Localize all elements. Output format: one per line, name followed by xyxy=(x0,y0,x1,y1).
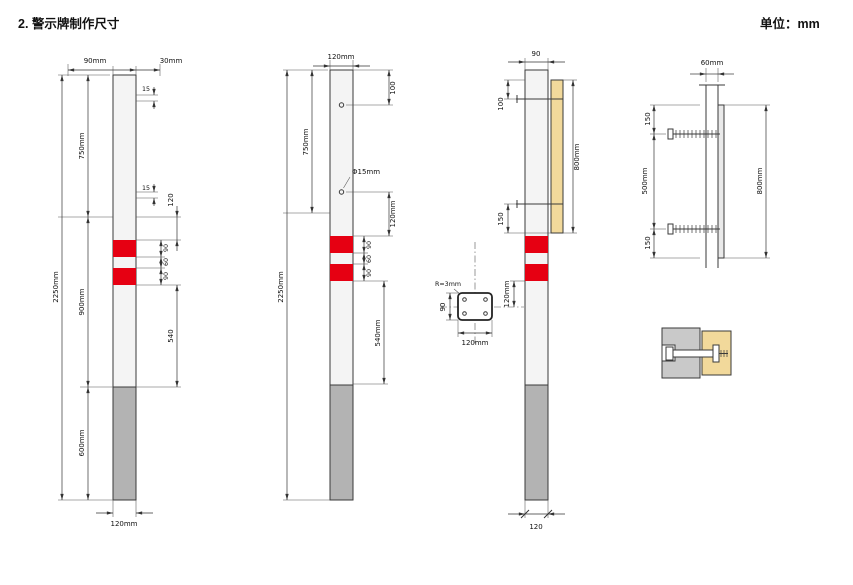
page-title: 2. 警示牌制作尺寸 xyxy=(18,17,120,31)
post3-sign-panel xyxy=(550,79,564,234)
post1-dim-buried: 600mm xyxy=(78,429,86,456)
side-dim-bolt-edge-top: 150 xyxy=(644,112,652,125)
tube-dim-height: 90 xyxy=(439,303,447,312)
post2-dim-hole-top: 100 xyxy=(389,81,397,94)
post3-dim-sign-height: 800mm xyxy=(573,143,581,170)
side-bolt-top xyxy=(667,128,720,140)
post3-dim-bolt-top: 100 xyxy=(497,97,505,110)
post2-extension-lines xyxy=(283,60,393,501)
sign-side-view: 60mm 150 500mm 150 800mm xyxy=(641,59,770,268)
post2-dim-top-width: 120mm xyxy=(328,53,355,61)
post2-mounting-hole-bottom xyxy=(338,189,345,195)
post3-dimension-lines xyxy=(448,60,575,519)
post1-dim-middle: 900mm xyxy=(78,288,86,315)
detail-bolt xyxy=(665,344,728,363)
tube-corner-radius-label: R=3mm xyxy=(435,281,461,288)
side-dim-sign-height: 800mm xyxy=(756,167,764,194)
post1-dim-total: 2250mm xyxy=(52,271,60,303)
tube-section-outline xyxy=(457,292,493,321)
tube-section-detail xyxy=(440,242,524,345)
post2-mounting-hole-top xyxy=(338,102,345,108)
post1-buried-section xyxy=(112,386,137,501)
post1-dim-base-width: 120mm xyxy=(111,520,138,528)
side-sign-panel xyxy=(717,104,725,259)
post2-dim-below-bands: 540mm xyxy=(374,319,382,346)
post1-dim-hole-offset-mid: 15 xyxy=(142,185,150,192)
post2-dim-band-b: 90 xyxy=(366,269,373,277)
post1-red-band-top xyxy=(113,240,136,257)
unit-label: 单位：mm xyxy=(760,17,820,31)
post2-dim-band-a: 90 xyxy=(366,241,373,249)
post2-dim-hole-gap: 120mm xyxy=(389,200,397,227)
post3-dim-base-width: 120 xyxy=(529,523,542,531)
post3-dim-below-band: 120mm xyxy=(503,280,511,307)
post1-dim-below-bands: 540 xyxy=(167,329,175,342)
post3-mounting-bolts xyxy=(516,95,563,208)
post1-dim-top-width: 90mm xyxy=(84,57,107,65)
post1-dim-band-offset: 120 xyxy=(167,193,175,206)
tube-corner-welds xyxy=(462,297,488,316)
post2-hole-diameter-label: Φ15mm xyxy=(352,168,380,176)
side-bolt-bottom xyxy=(667,223,720,235)
post3-buried-section xyxy=(524,384,549,501)
post2-dimension-lines xyxy=(285,64,391,501)
post1-dim-band-a: 90 xyxy=(163,244,170,252)
post1-dim-band-gap: 60 xyxy=(163,258,170,266)
post3-dim-bolt-bottom: 150 xyxy=(497,212,505,225)
post1-red-band-bottom xyxy=(113,268,136,285)
post2-red-band-top xyxy=(330,236,353,253)
post1-dim-band-b: 90 xyxy=(163,272,170,280)
post3-red-band-top xyxy=(525,236,548,253)
post1-dim-upper: 750mm xyxy=(78,132,86,159)
side-dim-bolt-spacing: 500mm xyxy=(641,167,649,194)
post2-dim-upper: 750mm xyxy=(302,128,310,155)
side-dim-bolt-edge-bottom: 150 xyxy=(644,236,652,249)
post2-buried-section xyxy=(329,384,354,501)
post1-dim-hole-offset-top: 15 xyxy=(142,86,150,93)
post-front-view-2: 120mm 100 Φ15mm 120mm 750mm 2250mm 90 60… xyxy=(277,53,397,501)
post3-dim-top-width: 90 xyxy=(532,50,541,58)
post1-dim-top-cap: 30mm xyxy=(160,57,183,65)
tube-dim-width: 120mm xyxy=(462,339,489,347)
side-dim-depth: 60mm xyxy=(701,59,724,67)
post2-red-band-bottom xyxy=(330,264,353,281)
post2-dim-total: 2250mm xyxy=(277,271,285,303)
post-front-view-3: 90 100 150 800mm 120mm R=3mm 90 120mm 12… xyxy=(435,50,581,531)
post2-dim-band-gap: 60 xyxy=(366,255,373,263)
post-front-view-1: 90mm 30mm 15 15 750mm 900mm 600mm 2250mm… xyxy=(52,57,182,528)
side-dimension-lines xyxy=(652,72,768,259)
post3-red-band-bottom xyxy=(525,264,548,281)
post1-dimension-lines xyxy=(60,68,179,515)
bolt-connection-detail xyxy=(661,327,732,379)
